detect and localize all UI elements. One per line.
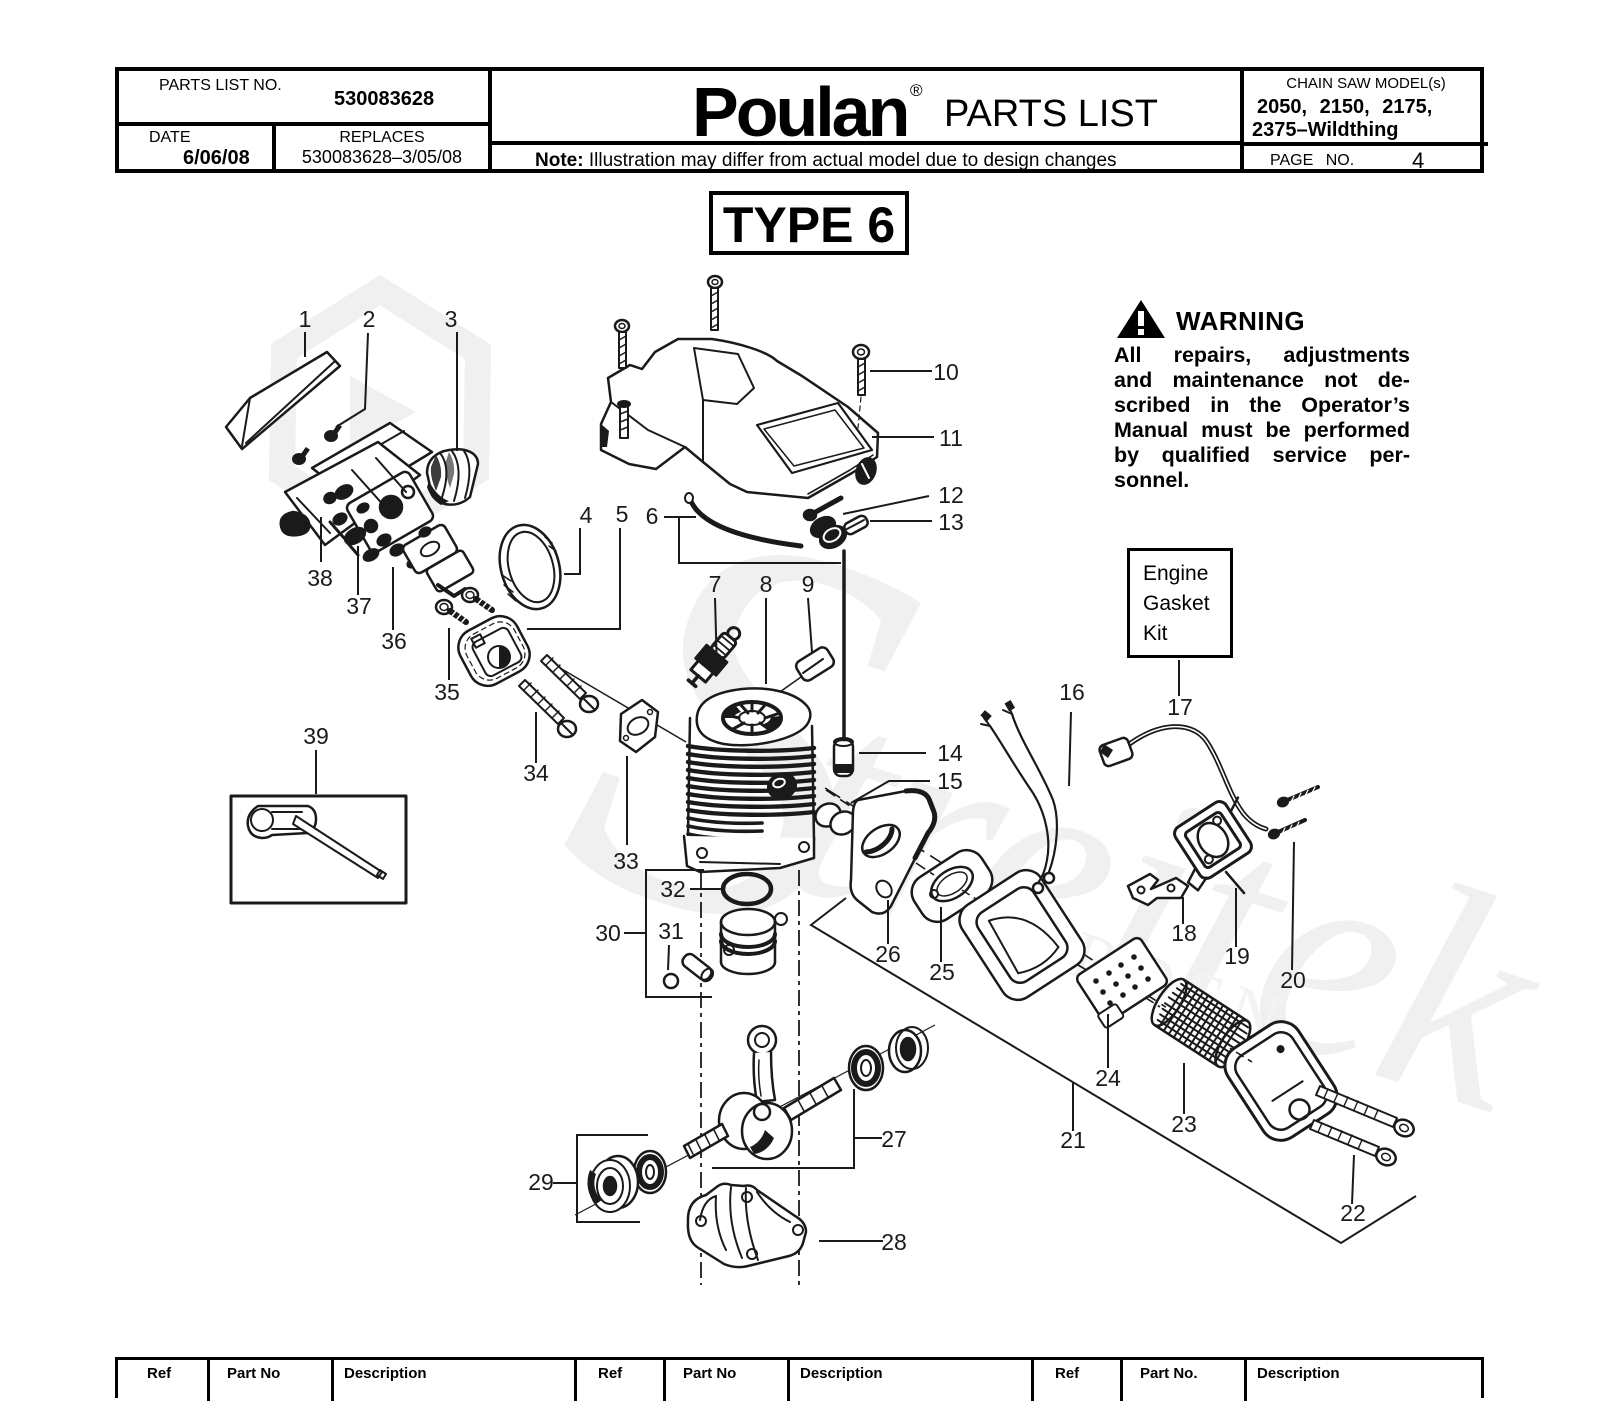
- svg-text:37: 37: [346, 593, 372, 619]
- svg-text:15: 15: [937, 768, 963, 794]
- svg-text:6: 6: [646, 503, 659, 529]
- svg-text:16: 16: [1059, 679, 1085, 705]
- svg-text:33: 33: [613, 848, 639, 874]
- svg-text:26: 26: [875, 941, 901, 967]
- svg-text:24: 24: [1095, 1065, 1121, 1091]
- svg-text:4: 4: [580, 502, 593, 528]
- svg-text:31: 31: [658, 918, 684, 944]
- svg-text:10: 10: [933, 359, 959, 385]
- svg-text:21: 21: [1060, 1127, 1086, 1153]
- svg-text:34: 34: [523, 760, 549, 786]
- svg-text:29: 29: [528, 1169, 554, 1195]
- svg-text:1: 1: [299, 306, 312, 332]
- svg-text:17: 17: [1167, 694, 1193, 720]
- svg-text:18: 18: [1171, 920, 1197, 946]
- svg-text:27: 27: [881, 1126, 907, 1152]
- svg-text:22: 22: [1340, 1200, 1366, 1226]
- svg-text:23: 23: [1171, 1111, 1197, 1137]
- svg-text:9: 9: [802, 571, 815, 597]
- svg-text:35: 35: [434, 679, 460, 705]
- svg-text:12: 12: [938, 482, 964, 508]
- svg-text:7: 7: [709, 571, 722, 597]
- svg-text:30: 30: [595, 920, 621, 946]
- svg-text:20: 20: [1280, 967, 1306, 993]
- svg-text:11: 11: [939, 425, 963, 451]
- svg-text:3: 3: [445, 306, 458, 332]
- svg-text:13: 13: [938, 509, 964, 535]
- svg-text:38: 38: [307, 565, 333, 591]
- svg-text:32: 32: [660, 876, 686, 902]
- svg-text:8: 8: [760, 571, 773, 597]
- svg-text:28: 28: [881, 1229, 907, 1255]
- svg-text:5: 5: [616, 501, 629, 527]
- svg-text:2: 2: [363, 306, 376, 332]
- svg-text:19: 19: [1224, 943, 1250, 969]
- svg-text:39: 39: [303, 723, 329, 749]
- svg-text:25: 25: [929, 959, 955, 985]
- svg-text:36: 36: [381, 628, 407, 654]
- svg-text:14: 14: [937, 740, 963, 766]
